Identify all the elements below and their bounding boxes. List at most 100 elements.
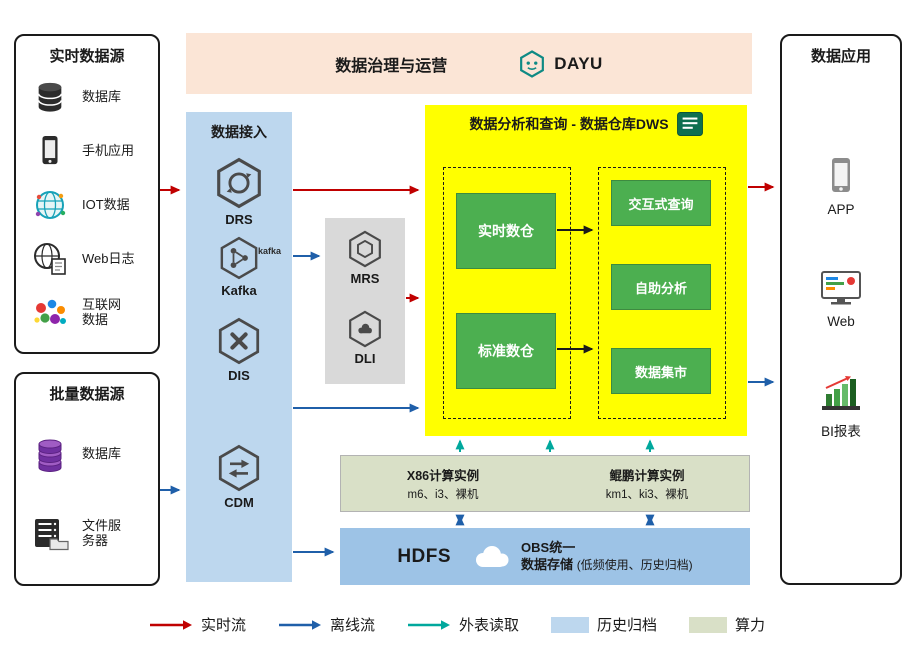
interactive-query-box: 交互式查询 xyxy=(611,180,711,226)
box-label: 实时数仓 xyxy=(478,223,534,239)
bi-report-icon xyxy=(822,376,860,410)
service-kafka: Kafka kafka xyxy=(186,236,292,298)
app-phone-icon xyxy=(832,158,850,192)
query-group: 交互式查询 自助分析 数据集市 xyxy=(598,167,726,419)
list-item: 手机应用 xyxy=(16,124,158,178)
drs-icon xyxy=(217,157,261,209)
external-read-arrow-icon xyxy=(407,619,450,630)
data-mart-box: 数据集市 xyxy=(611,348,711,394)
box-label: 数据集市 xyxy=(634,364,687,380)
compute-color-swatch xyxy=(689,616,728,633)
database-icon xyxy=(28,80,72,114)
service-cdm: CDM xyxy=(186,444,292,510)
governance-banner: 数据治理与运营 DAYU xyxy=(186,33,752,94)
compute-instances-box: X86计算实例 m6、i3、裸机 鲲鹏计算实例 km1、ki3、裸机 xyxy=(340,455,750,512)
data-applications-panel: 数据应用 APP Web BI报表 xyxy=(780,34,902,585)
file-server-icon xyxy=(28,516,72,552)
mobile-app-icon xyxy=(28,134,72,168)
offline-flow-arrow-icon xyxy=(278,619,321,630)
legend-item-external-read: 外表读取 xyxy=(407,614,519,635)
service-drs: DRS xyxy=(186,157,292,227)
mrs-icon xyxy=(349,230,381,268)
hdfs-label: HDFS xyxy=(397,545,452,567)
kunpeng-compute-column: 鲲鹏计算实例 km1、ki3、裸机 xyxy=(545,456,749,511)
compute-title: X86计算实例 xyxy=(406,469,480,483)
legend-label: 实时流 xyxy=(200,617,246,634)
batch-sources-list: 数据库 文件服务器 xyxy=(16,414,158,574)
obs-text: OBS统一 数据存储 (低频使用、历史归档) xyxy=(521,540,693,574)
compute-title: 鲲鹏计算实例 xyxy=(609,469,685,483)
app-label: BI报表 xyxy=(821,424,861,439)
service-label: CDM xyxy=(224,495,254,510)
governance-title: 数据治理与运营 xyxy=(335,57,448,75)
standard-warehouse-box: 标准数仓 xyxy=(456,313,556,389)
applications-title: 数据应用 xyxy=(810,48,871,65)
dws-title-row: 数据分析和查询 - 数据仓库DWS xyxy=(425,105,747,136)
web-log-icon xyxy=(28,241,72,277)
source-label: 手机应用 xyxy=(82,142,135,158)
legend: 实时流 离线流 外表读取 历史归档 算力 xyxy=(0,614,914,635)
service-label: MRS xyxy=(350,271,380,286)
list-item: 文件服务器 xyxy=(16,494,158,574)
compute-subtitle: m6、i3、裸机 xyxy=(407,489,479,501)
obs-block: OBS统一 数据存储 (低频使用、历史归档) xyxy=(469,540,693,574)
cdm-icon xyxy=(218,444,260,492)
app-item: Web xyxy=(782,268,900,329)
box-label: 交互式查询 xyxy=(628,196,694,212)
list-item: 数据库 xyxy=(16,70,158,124)
obs-note: (低频使用、历史归档) xyxy=(576,557,693,572)
storage-box: HDFS OBS统一 数据存储 (低频使用、历史归档) xyxy=(340,528,750,585)
realtime-flow-arrow-icon xyxy=(149,619,192,630)
list-item: Web日志 xyxy=(16,232,158,286)
dws-document-icon xyxy=(676,112,703,136)
batch-sources-panel: 批量数据源 数据库 文件服务器 xyxy=(14,372,160,586)
legend-label: 算力 xyxy=(735,617,766,634)
legend-item-offline-flow: 离线流 xyxy=(278,614,375,635)
batch-sources-title: 批量数据源 xyxy=(49,386,125,403)
self-service-analysis-box: 自助分析 xyxy=(611,264,711,310)
dws-title: 数据分析和查询 - 数据仓库DWS xyxy=(469,116,669,132)
app-item: APP xyxy=(782,156,900,217)
list-item: 互联网数据 xyxy=(16,286,158,340)
list-item: IOT数据 xyxy=(16,178,158,232)
service-label: DIS xyxy=(228,368,250,383)
source-label: 数据库 xyxy=(82,88,122,104)
legend-label: 历史归档 xyxy=(597,617,658,634)
dis-icon xyxy=(218,317,260,365)
dayu-logo: DAYU xyxy=(517,49,603,79)
data-ingestion-column: 数据接入 DRS Kafka kafka DIS CDM xyxy=(186,112,292,582)
box-label: 标准数仓 xyxy=(478,343,534,359)
service-label: DLI xyxy=(354,351,376,366)
realtime-sources-panel: 实时数据源 数据库 手机应用 IOT数据 xyxy=(14,34,160,354)
archive-color-swatch xyxy=(551,616,589,633)
internet-data-icon xyxy=(28,296,72,330)
database-stack-icon xyxy=(28,434,72,474)
app-item: BI报表 xyxy=(782,374,900,440)
web-monitor-icon xyxy=(821,271,861,305)
realtime-sources-list: 数据库 手机应用 IOT数据 Web日志 xyxy=(16,70,158,340)
legend-item-realtime-flow: 实时流 xyxy=(149,614,246,635)
realtime-sources-title: 实时数据源 xyxy=(49,48,125,65)
list-item: 数据库 xyxy=(16,414,158,494)
box-label: 自助分析 xyxy=(634,280,687,296)
dayu-icon xyxy=(520,49,545,78)
dayu-text: DAYU xyxy=(554,53,603,73)
app-label: APP xyxy=(827,202,855,217)
obs-cloud-icon xyxy=(476,545,509,567)
service-dis: DIS xyxy=(186,317,292,383)
processing-box: MRS DLI xyxy=(325,218,405,384)
iot-icon xyxy=(28,187,72,223)
legend-label: 外表读取 xyxy=(458,617,519,634)
source-label: Web日志 xyxy=(82,250,135,266)
obs-line1: OBS统一 xyxy=(521,539,576,555)
app-label: Web xyxy=(827,314,855,329)
dws-analysis-box: 数据分析和查询 - 数据仓库DWS 实时数仓 标准数仓 交互式查询 自助分析 数… xyxy=(425,105,747,436)
service-label: Kafka xyxy=(221,283,257,298)
kafka-icon xyxy=(220,236,258,280)
warehouse-group: 实时数仓 标准数仓 xyxy=(443,167,571,419)
service-label: DRS xyxy=(225,212,253,227)
source-label: 互联网数据 xyxy=(82,297,122,327)
legend-label: 离线流 xyxy=(329,617,375,634)
compute-subtitle: km1、ki3、裸机 xyxy=(605,489,689,501)
